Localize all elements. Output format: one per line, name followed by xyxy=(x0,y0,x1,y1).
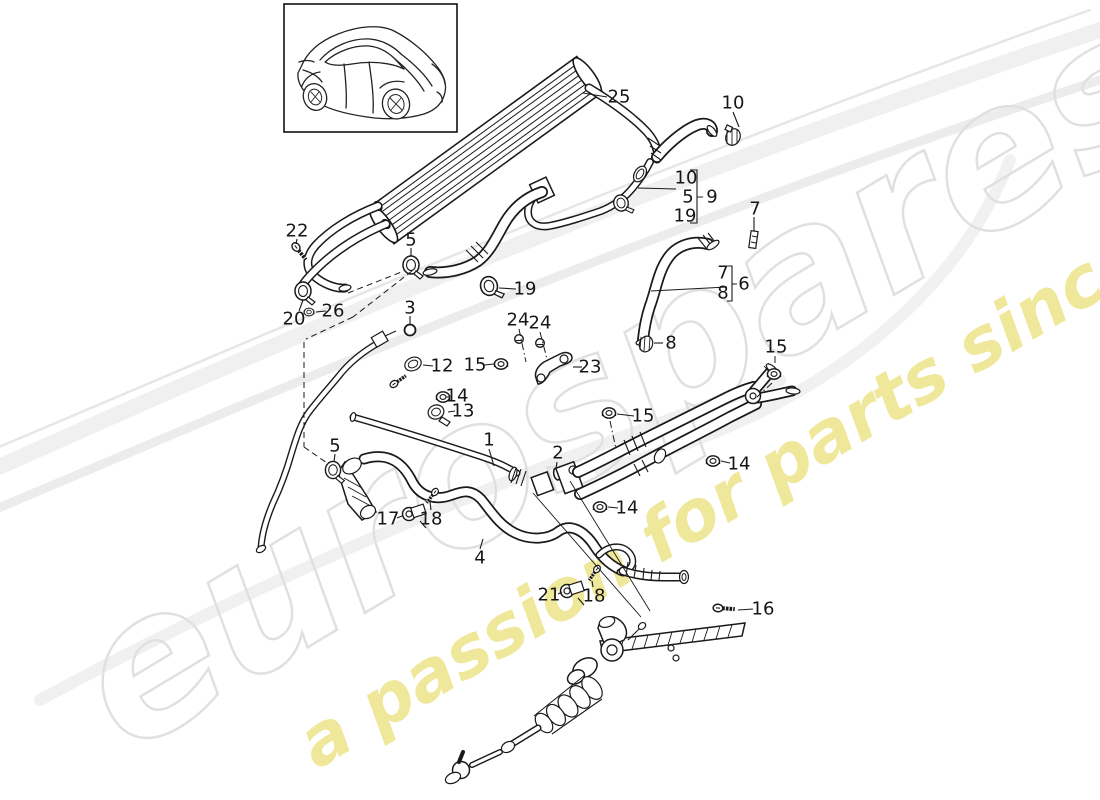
part-label-12: 12 xyxy=(430,355,454,377)
small-parts xyxy=(288,124,782,615)
part-label-3: 3 xyxy=(404,297,416,319)
part-label-5: 5 xyxy=(682,186,694,208)
part-label-8: 8 xyxy=(665,332,677,354)
clip-7 xyxy=(748,229,759,250)
nut-14-a xyxy=(705,455,721,467)
clamp-13 xyxy=(427,404,451,427)
o-ring-3 xyxy=(403,323,417,337)
part-label-21: 21 xyxy=(537,584,561,606)
part-label-14: 14 xyxy=(727,453,751,475)
sensor-17 xyxy=(401,503,427,529)
part-label-7: 7 xyxy=(749,198,761,220)
bracket-23 xyxy=(534,351,573,385)
part-label-9: 9 xyxy=(706,186,718,208)
sensor-21 xyxy=(559,580,585,606)
part-label-23: 23 xyxy=(578,356,602,378)
clamp-20 xyxy=(294,281,316,306)
cooler-return-pipes xyxy=(302,206,386,292)
hose-6 xyxy=(635,229,759,353)
part-label-25: 25 xyxy=(607,86,631,108)
part-label-24: 24 xyxy=(528,312,552,334)
part-label-10: 10 xyxy=(721,92,745,114)
clamp-12 xyxy=(404,356,422,372)
car-thumbnail xyxy=(283,3,458,133)
part-label-10: 10 xyxy=(674,167,698,189)
steering-rack xyxy=(444,615,746,785)
nut-15-b xyxy=(601,407,617,419)
leader-lines xyxy=(295,92,776,618)
nut-14-b xyxy=(592,501,608,513)
part-label-13: 13 xyxy=(451,400,475,422)
part-label-26: 26 xyxy=(321,300,345,322)
part-label-16: 16 xyxy=(751,598,775,620)
part-label-17: 17 xyxy=(376,508,400,530)
part-label-15: 15 xyxy=(463,354,487,376)
return-pipe-3 xyxy=(255,323,417,554)
part-label-14: 14 xyxy=(445,385,469,407)
part-label-22: 22 xyxy=(285,220,309,242)
clamp-8 xyxy=(638,335,654,353)
part-label-5: 5 xyxy=(405,229,417,251)
nut-15-c xyxy=(493,358,509,370)
part-label-19: 19 xyxy=(673,205,697,227)
part-label-19: 19 xyxy=(513,278,537,300)
pump-and-hose-4 xyxy=(324,455,690,585)
pin-24-a xyxy=(514,334,524,344)
bolt-22 xyxy=(288,239,311,264)
part-label-18: 18 xyxy=(582,585,606,607)
clamp-10 xyxy=(724,124,741,146)
hose-9-lower xyxy=(422,192,542,276)
part-label-7: 7 xyxy=(717,262,729,284)
part-label-4: 4 xyxy=(474,547,486,569)
part-label-15: 15 xyxy=(764,336,788,358)
part-label-15: 15 xyxy=(631,405,655,427)
part-label-18: 18 xyxy=(419,508,443,530)
part-label-6: 6 xyxy=(738,273,750,295)
part-label-1: 1 xyxy=(483,429,495,451)
part-label-2: 2 xyxy=(552,442,564,464)
part-label-8: 8 xyxy=(717,282,729,304)
part-label-14: 14 xyxy=(615,497,639,519)
nut-26 xyxy=(303,307,315,317)
part-label-20: 20 xyxy=(282,308,306,330)
bolt-16 xyxy=(710,601,738,615)
part-label-24: 24 xyxy=(506,309,530,331)
nut-15-a xyxy=(766,368,782,380)
pressure-pipe-1 xyxy=(349,412,527,487)
part-label-5: 5 xyxy=(329,435,341,457)
